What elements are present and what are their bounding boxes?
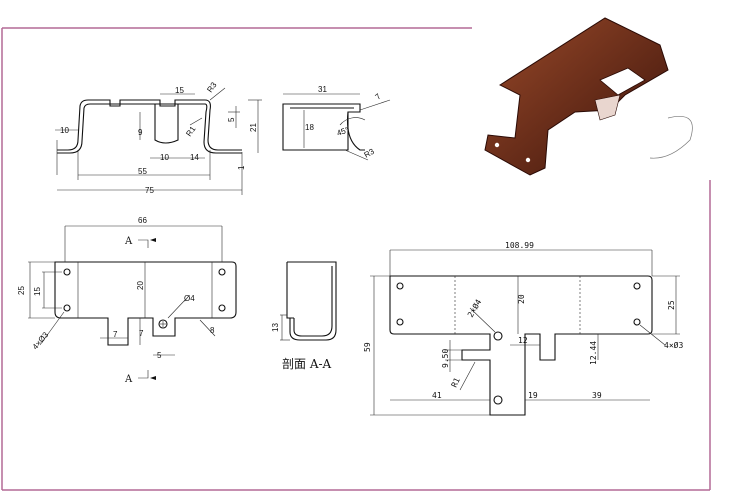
dim-side-angle: 45°: [336, 125, 350, 138]
dim-slot-height: 5: [227, 117, 236, 122]
top-view: 66 25 15 20 Ø4 4×Ø3 7 7 5 8 A A: [17, 216, 237, 385]
section-view: 13 剖面 A-A: [271, 261, 337, 371]
dim-hole-label: Ø4: [184, 294, 195, 303]
dim-tab-offset: 5: [157, 351, 162, 360]
dim-bottom-seg-left: 10: [160, 153, 169, 162]
dim-side-width: 31: [318, 85, 327, 94]
dim-flat-holes-label: 2×Ø4: [465, 297, 483, 319]
dim-flat-body-height: 20: [517, 294, 526, 304]
section-marker-bottom: A: [124, 374, 133, 385]
dim-inner-length: 55: [138, 167, 147, 176]
dim-flat-slot-height: 9.50: [441, 349, 450, 368]
part-3d-render: [484, 17, 693, 176]
dim-flat-holes-label-right: 4×Ø3: [664, 340, 683, 350]
dim-tab-gap: 7: [139, 329, 144, 338]
flat-pattern: 108.99 59 20 25 2×Ø4 4×Ø3 41 19 39 12 12…: [363, 241, 683, 416]
dim-top-width: 15: [175, 86, 184, 95]
dim-left-flange: 10: [60, 126, 69, 135]
dim-holes-label: 4×Ø3: [31, 330, 51, 351]
section-marker-top: A: [124, 236, 133, 247]
dim-top-overall-width: 66: [138, 216, 147, 225]
dim-flat-tab-width: 19: [528, 391, 538, 400]
dim-flat-overall-height: 59: [363, 342, 372, 352]
dim-top-height: 25: [17, 286, 26, 295]
dim-flat-right-offset: 39: [592, 391, 602, 400]
dim-side-tab: 7: [374, 91, 384, 101]
front-view: 75 55 15 10 10 14 R3 R1 21 5 1 9: [55, 80, 262, 195]
dim-tab-height: 9: [138, 128, 143, 137]
side-view: 31 18 7 45° R3: [282, 85, 391, 161]
dim-flat-radius: R1: [450, 376, 462, 389]
section-caption: 剖面 A-A: [282, 357, 332, 371]
dim-bottom-seg-right: 14: [190, 153, 199, 162]
dim-flat-left-offset: 41: [432, 391, 442, 400]
dim-overall-length: 75: [145, 186, 154, 195]
dim-tab-width: 7: [113, 330, 118, 339]
dim-tab-height-top: 20: [136, 281, 145, 290]
dim-flat-step: 12: [518, 336, 528, 345]
dim-section-depth: 13: [271, 323, 280, 332]
dim-side-height: 18: [305, 123, 314, 132]
dim-flat-right-height: 25: [667, 300, 676, 310]
dim-height: 21: [249, 123, 258, 132]
dim-thickness: 1: [237, 165, 246, 170]
dim-bend-radius-top: R3: [205, 80, 219, 94]
drawing-frame: [1, 27, 711, 491]
dim-side-radius: R3: [363, 147, 377, 160]
dim-slot: 8: [210, 326, 215, 335]
dim-flat-step-height: 12.44: [589, 341, 598, 365]
dim-hole-spacing: 15: [33, 287, 42, 296]
dim-bend-radius-inner: R1: [184, 124, 198, 138]
dim-flat-overall-length: 108.99: [505, 241, 534, 250]
